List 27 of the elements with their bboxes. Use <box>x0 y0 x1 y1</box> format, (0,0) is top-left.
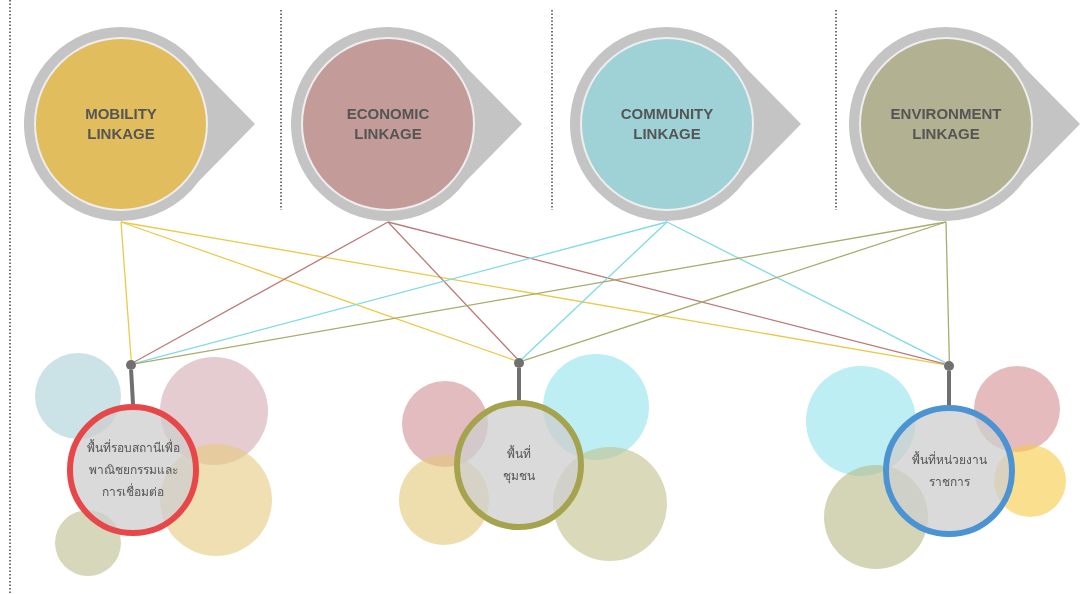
connector-line <box>947 371 951 405</box>
junction-dot <box>126 360 136 370</box>
area-label: พื้นที่รอบสถานีเพื่อพาณิชยกรรมและการเชื่อมต่อ <box>85 438 181 501</box>
connector-line <box>945 221 950 362</box>
linkage-label: ENVIRONMENT LINKAGE <box>889 104 1003 144</box>
connector-line <box>517 368 521 400</box>
connector-line <box>522 221 947 362</box>
connector-line <box>521 221 668 360</box>
linkage-label: COMMUNITY LINKAGE <box>619 104 715 144</box>
linkage-pin-marker <box>570 27 802 222</box>
linkage-pin-marker <box>24 27 256 222</box>
linkage-pin-marker <box>849 27 1081 222</box>
area-label: พื้นที่ชุมชน <box>502 444 536 486</box>
connector-line <box>120 221 516 361</box>
connector-line <box>387 221 518 360</box>
junction-dot <box>514 358 524 368</box>
connector-line <box>387 221 946 365</box>
connector-line <box>134 221 668 364</box>
linkage-label: ECONOMIC LINKAGE <box>345 104 431 144</box>
connector-line <box>134 221 389 363</box>
connector-line <box>120 221 132 361</box>
junction-dot <box>944 361 954 371</box>
linkage-pin-marker <box>291 27 523 222</box>
area-label: พื้นที่หน่วยงานราชการ <box>910 450 988 491</box>
connector-line <box>129 369 135 405</box>
connector-line <box>666 221 946 364</box>
linkage-label: MOBILITY LINKAGE <box>84 104 158 144</box>
